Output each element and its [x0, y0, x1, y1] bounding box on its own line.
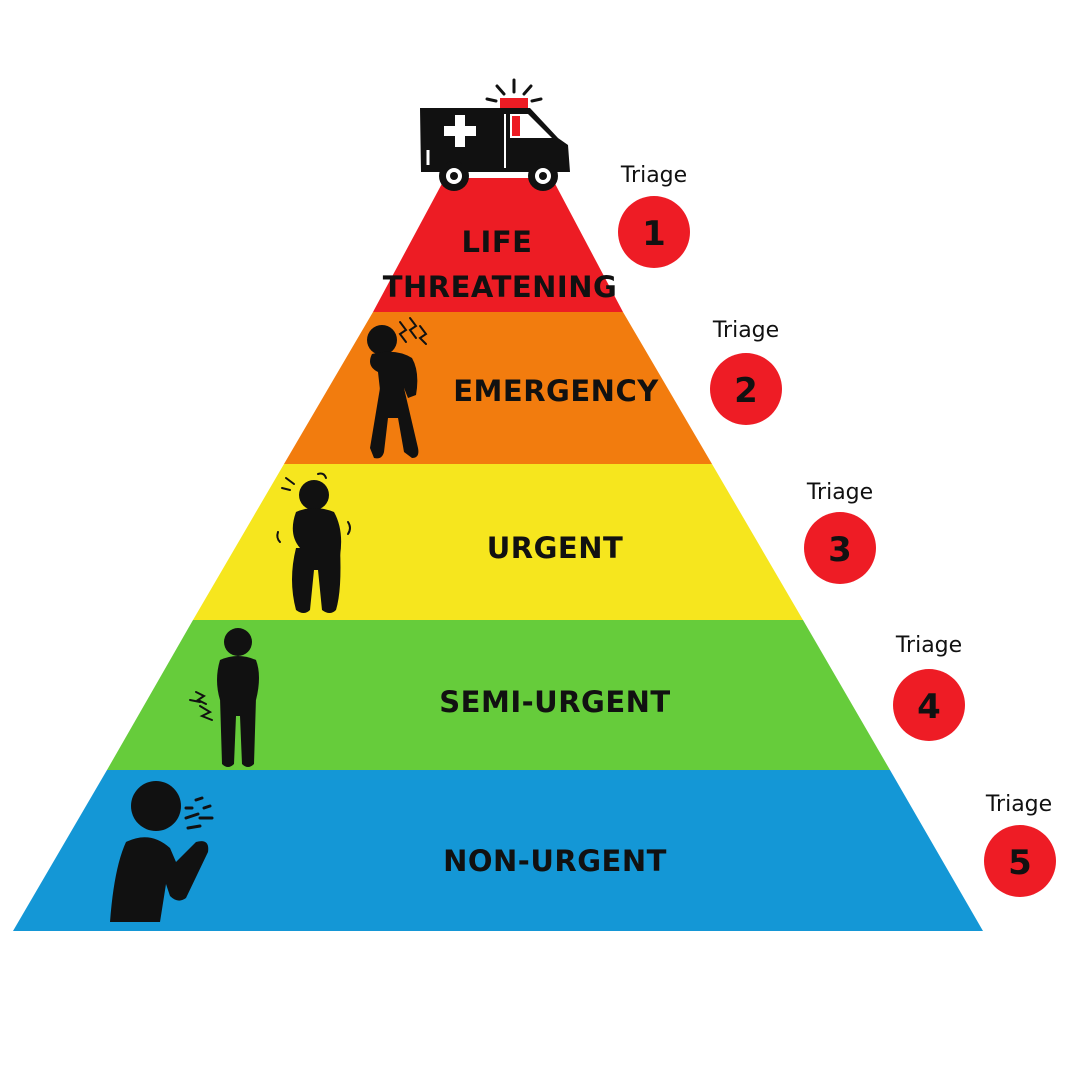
triage-1-number: 1	[642, 214, 666, 254]
abdominal-pain-person-icon	[189, 628, 259, 767]
triage-5-caption: Triage	[985, 792, 1052, 817]
chest-pain-person-icon	[367, 317, 428, 459]
level-1-label-line-2: THREATENING	[383, 270, 618, 304]
triage-4-badge	[893, 669, 965, 741]
triage-1-badge	[618, 196, 690, 268]
triage-2-number: 2	[734, 371, 758, 411]
band-level-3	[193, 464, 803, 620]
triage-1-caption: Triage	[620, 163, 687, 188]
triage-4-number: 4	[917, 687, 941, 727]
band-level-1	[373, 178, 623, 312]
stomach-pain-person-icon	[276, 472, 351, 613]
triage-3-number: 3	[828, 530, 852, 570]
band-level-4	[107, 620, 890, 770]
level-2-label: EMERGENCY	[453, 374, 659, 408]
band-level-5	[13, 770, 983, 931]
triage-4-caption: Triage	[895, 633, 962, 658]
triage-2-badge	[710, 353, 782, 425]
level-4-label: SEMI-URGENT	[439, 685, 670, 719]
level-3-label: URGENT	[487, 531, 624, 565]
level-1-label-line-1: LIFE	[462, 225, 533, 259]
ambulance-icon	[420, 78, 570, 191]
triage-2-caption: Triage	[712, 318, 779, 343]
triage-3-caption: Triage	[806, 480, 873, 505]
triage-5-number: 5	[1008, 843, 1032, 883]
level-5-label: NON-URGENT	[443, 844, 667, 878]
triage-5-badge	[984, 825, 1056, 897]
coughing-person-icon	[110, 781, 214, 922]
triage-3-badge	[804, 512, 876, 584]
